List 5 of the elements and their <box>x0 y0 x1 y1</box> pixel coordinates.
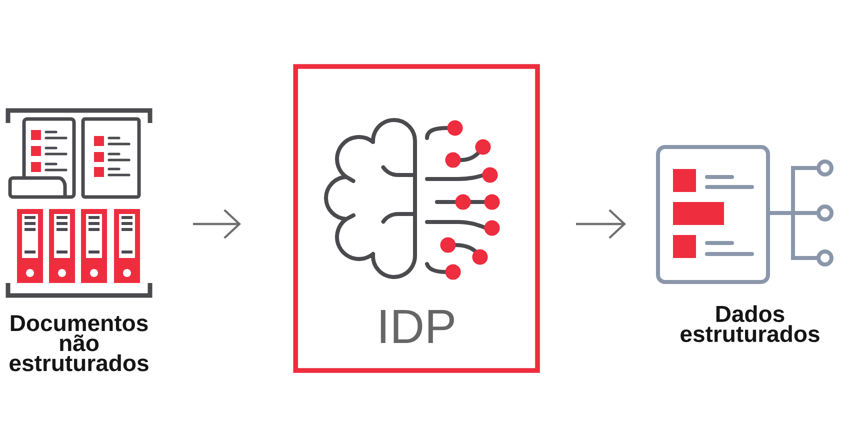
process-box: IDP <box>293 64 540 373</box>
structured-data-icon <box>656 145 834 284</box>
node-label: Documentos não estruturados <box>10 315 148 372</box>
node-label: Dados estruturados <box>680 305 820 342</box>
documents-icon <box>6 108 152 298</box>
